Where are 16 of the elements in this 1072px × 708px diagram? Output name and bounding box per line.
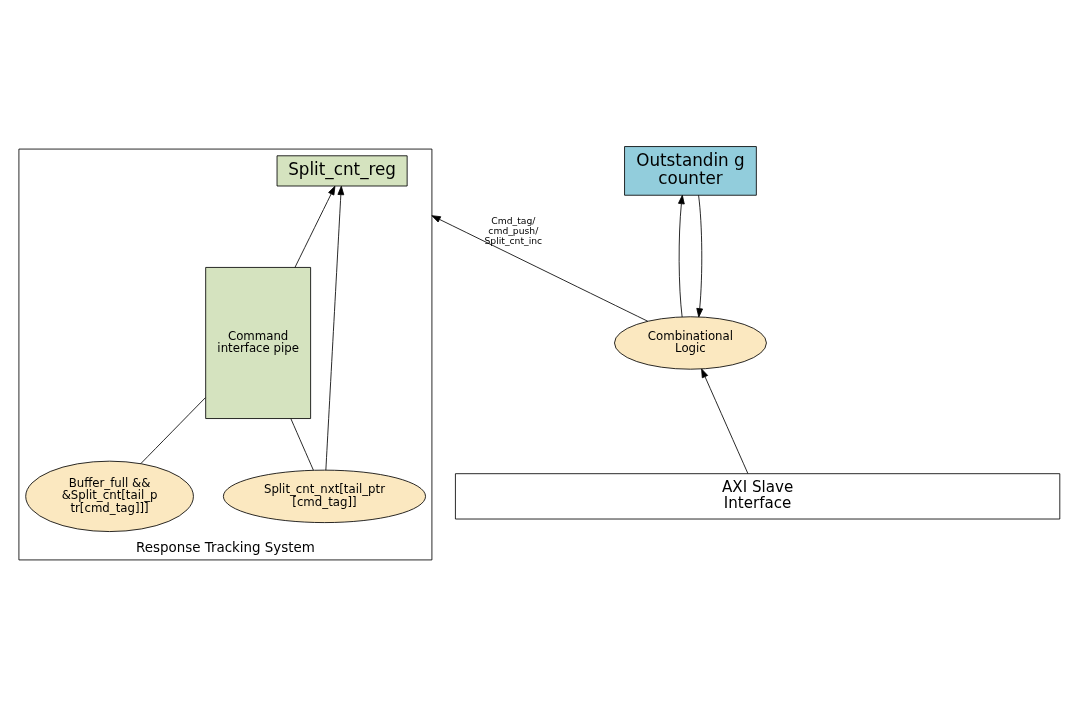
arrow: [696, 194, 703, 317]
node-box: Split_cnt_reg: [276, 154, 408, 186]
arrow: [678, 194, 685, 317]
connector: [290, 417, 314, 471]
arrow: [294, 185, 336, 268]
edge-label: Cmd_tag/ cmd_push/ Split_cnt_inc: [484, 214, 543, 246]
node-box: AXI Slave Interface: [455, 472, 1061, 519]
connector: [140, 396, 206, 464]
node-ellipse: Buffer_full && &Split_cnt[tail_p tr[cmd_tag]]]: [25, 460, 194, 532]
arrow: [431, 214, 649, 322]
node-ellipse: Combinational Logic: [614, 315, 767, 370]
arrow: [701, 368, 749, 474]
node-box: Command interface pipe: [205, 266, 312, 419]
node-box: Outstandin g counter: [624, 145, 757, 196]
arrow: [325, 185, 345, 471]
node-ellipse: Split_cnt_nxt[tail_ptr [cmd_tag]]: [222, 469, 426, 523]
